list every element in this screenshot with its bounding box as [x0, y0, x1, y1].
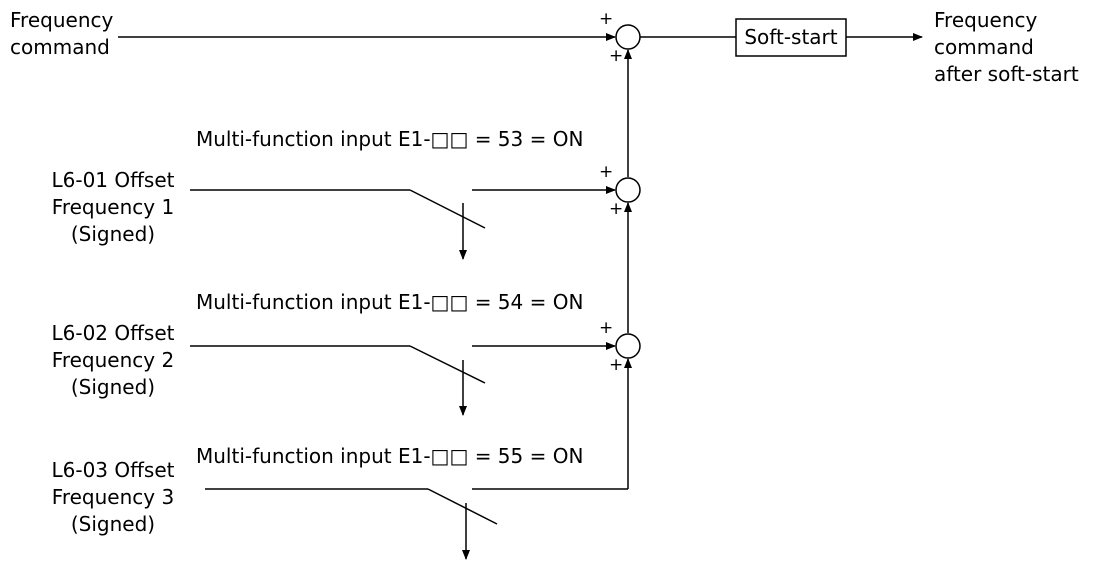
- switch2-blade: [409, 345, 486, 384]
- switch3-blade: [427, 488, 498, 525]
- switch3-condition: Multi-function input E1-□□ = 55 = ON: [196, 444, 583, 468]
- switch2-condition: Multi-function input E1-□□ = 54 = ON: [196, 290, 583, 314]
- offset3-label-line2: Frequency 3: [52, 485, 174, 509]
- sum3-plus-bottom: +: [609, 355, 623, 375]
- softstart-label: Soft-start: [744, 25, 837, 49]
- offset2-label-line3: (Signed): [71, 375, 155, 399]
- offset3-label-line1: L6-03 Offset: [52, 458, 175, 482]
- sum2-plus-bottom: +: [609, 199, 623, 219]
- sum1-plus-bottom: +: [609, 46, 623, 66]
- output-label-line2: command: [934, 35, 1034, 59]
- sum1-plus-left: +: [599, 9, 613, 29]
- input-label-line2: command: [10, 35, 110, 59]
- offset2-label-line2: Frequency 2: [52, 348, 174, 372]
- switch1-condition: Multi-function input E1-□□ = 53 = ON: [196, 127, 583, 151]
- offset2-label-line1: L6-02 Offset: [52, 321, 175, 345]
- switch1-blade: [409, 189, 486, 229]
- input-label-line1: Frequency: [10, 8, 113, 32]
- offset1-label-line2: Frequency 1: [52, 195, 174, 219]
- offset1-label-line1: L6-01 Offset: [52, 168, 175, 192]
- output-label-line1: Frequency: [934, 8, 1037, 32]
- sum2-plus-left: +: [599, 162, 613, 182]
- offset1-label-line3: (Signed): [71, 222, 155, 246]
- offset3-label-line3: (Signed): [71, 512, 155, 536]
- softstart-box: [735, 18, 847, 57]
- sum3-plus-left: +: [599, 318, 613, 338]
- output-label-line3: after soft-start: [934, 62, 1079, 86]
